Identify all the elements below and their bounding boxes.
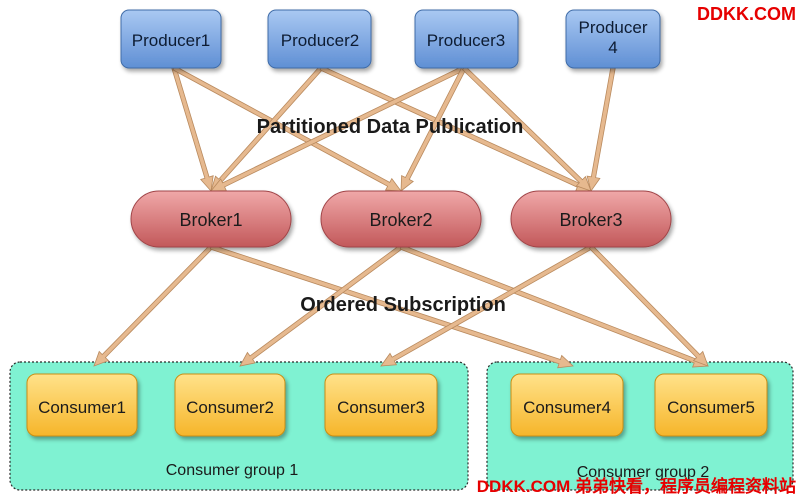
consumer-node: Consumer4 [510, 373, 624, 437]
section-title-subscription: Ordered Subscription [300, 294, 506, 316]
edges-layer [93, 65, 709, 369]
producer-label-line: Producer [579, 18, 648, 37]
edge-p1-to-b1 [171, 66, 214, 192]
broker-node: Broker2 [320, 190, 482, 248]
broker-node: Broker3 [510, 190, 672, 248]
consumer-node: Consumer5 [654, 373, 768, 437]
edge-b3-to-c3 [380, 244, 593, 367]
producer-label: Producer3 [427, 31, 505, 50]
consumer-group-1-label: Consumer group 1 [166, 462, 299, 479]
watermark-bottom: DDKK.COM 弟弟快看，程序员编程资料站 [477, 476, 796, 496]
watermark-top: DDKK.COM [697, 4, 796, 24]
edge-b2-to-c2 [239, 244, 403, 367]
broker-label: Broker3 [559, 210, 622, 230]
edge-b1-to-c4 [209, 244, 574, 369]
section-title-publication: Partitioned Data Publication [257, 116, 524, 138]
producer-label-line: 4 [608, 38, 617, 57]
consumer-node: Consumer1 [26, 373, 138, 437]
consumer-label: Consumer1 [38, 398, 126, 417]
consumer-label: Consumer4 [523, 398, 611, 417]
broker-label: Broker1 [179, 210, 242, 230]
producer-node: Producer2 [267, 9, 372, 69]
edge-p3-to-b3 [461, 65, 592, 192]
edge-p4-to-b3 [586, 67, 616, 192]
consumer-node: Consumer2 [174, 373, 286, 437]
consumer-node: Consumer3 [324, 373, 438, 437]
broker-node: Broker1 [130, 190, 292, 248]
broker-label: Broker2 [369, 210, 432, 230]
consumer-label: Consumer5 [667, 398, 755, 417]
edge-b3-to-c5 [588, 244, 709, 367]
edge-p3-to-b2 [400, 66, 467, 192]
producer-label: Producer1 [132, 31, 210, 50]
producer-node: Producer3 [414, 9, 519, 69]
consumer-group-2-label: Consumer group 2 [577, 464, 710, 481]
producer-node: Producer1 [120, 9, 222, 69]
producer-label: Producer2 [281, 31, 359, 50]
consumer-label: Consumer2 [186, 398, 274, 417]
edge-p1-to-b2 [172, 65, 402, 192]
consumer-label: Consumer3 [337, 398, 425, 417]
edge-b1-to-c1 [93, 244, 214, 367]
